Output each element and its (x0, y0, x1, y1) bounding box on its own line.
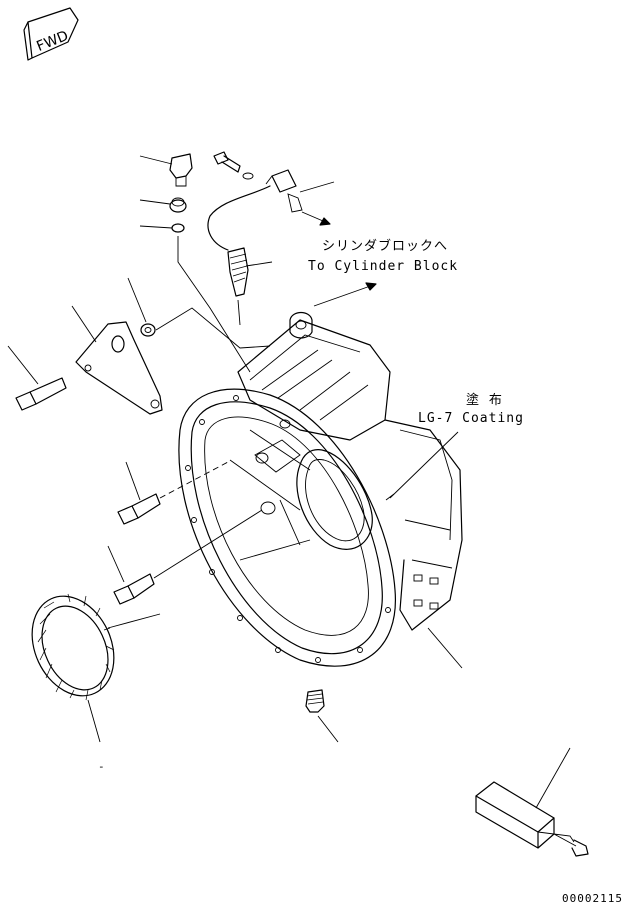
sensor-connector (207, 169, 335, 251)
speed-sensor (227, 247, 273, 326)
plug-small (139, 197, 187, 213)
cylinder-block-arrow (301, 211, 377, 307)
oil-seal (31, 593, 161, 743)
sensor-bolt (213, 151, 254, 180)
sealant-tool (475, 747, 589, 857)
coating-leader (385, 431, 459, 501)
coating-en: LG-7 Coating (418, 411, 524, 426)
coating-jp: 塗 布 (466, 392, 503, 408)
drawing-number: 00002115 (562, 892, 623, 905)
bracket-bolt (7, 345, 67, 411)
flywheel-housing (178, 311, 463, 667)
flange-bolt-holes (185, 395, 391, 663)
housing-bolt-lower (107, 509, 263, 605)
drain-plug (139, 153, 193, 187)
mounting-bracket (71, 305, 163, 415)
cylinder-block-en: To Cylinder Block (308, 259, 458, 274)
cylinder-block-jp: シリンダブロックへ (322, 238, 448, 254)
fwd-label: FWD (34, 28, 70, 55)
fwd-arrow-icon: FWD (23, 7, 79, 61)
housing-bolt-upper (117, 461, 229, 525)
o-ring-small (139, 223, 185, 233)
bottom-plug (305, 689, 339, 743)
bracket-washer (127, 277, 156, 337)
bottom-mark: - (98, 760, 106, 773)
